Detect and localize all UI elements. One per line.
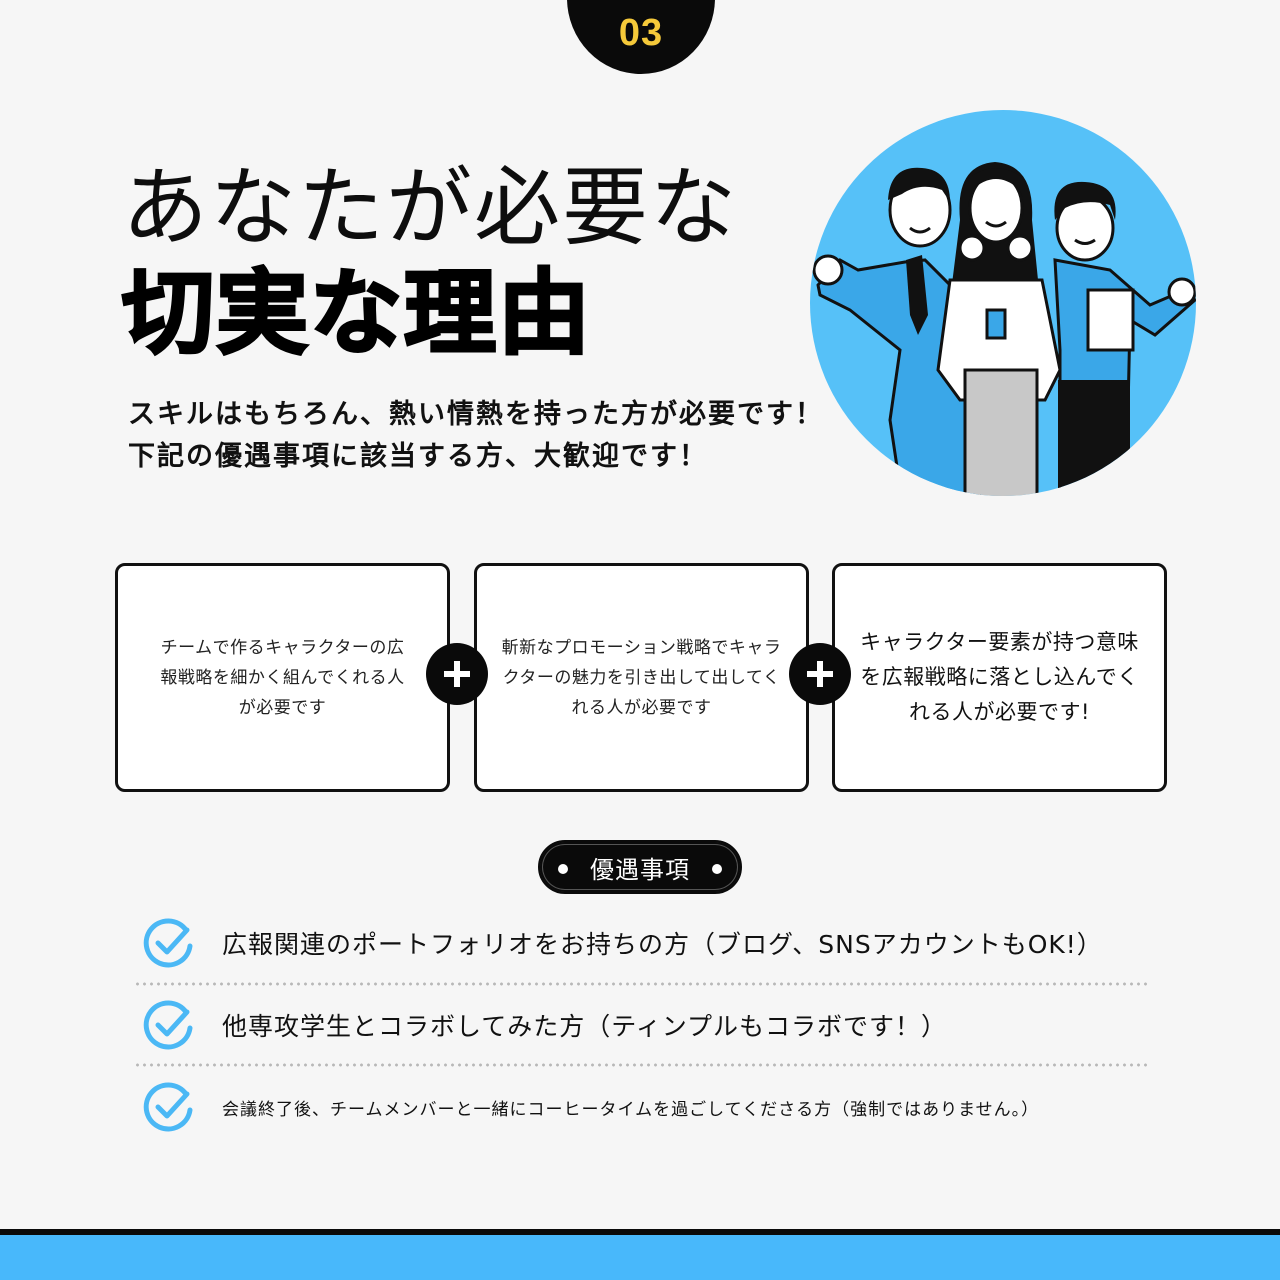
dotted-divider [134, 1063, 1148, 1067]
preferred-item-3: 会議終了後、チームメンバーと一緒にコーヒータイムを過ごしてくださる方（強制ではあ… [142, 1080, 1039, 1134]
dotted-divider [134, 982, 1148, 986]
requirement-card-2: 斬新なプロモーション戦略でキャラクターの魅力を引き出して出してくれる人が必要です [474, 563, 809, 792]
footer-band [0, 1235, 1280, 1280]
preferred-item-2: 他専攻学生とコラボしてみた方（ティンプルもコラボです！） [142, 998, 947, 1052]
subtitle-line-1: スキルはもちろん、熱い情熱を持った方が必要です！ [128, 399, 824, 430]
preferred-item-text: 他専攻学生とコラボしてみた方（ティンプルもコラボです！） [222, 1012, 948, 1041]
title-line-1: あなたが必要な [122, 158, 738, 258]
team-illustration-icon [812, 162, 1196, 496]
requirement-card-text: 斬新なプロモーション戦略でキャラクターの魅力を引き出して出してくれる人が必要です [501, 637, 782, 718]
team-celebrating-illustration [810, 110, 1196, 496]
plus-connector-2 [789, 643, 851, 705]
requirement-card-text: キャラクター要素が持つ意味を広報戦略に落とし込んでくれる人が必要です! [860, 630, 1139, 724]
plus-icon [807, 661, 833, 687]
pill-dot-icon [558, 864, 568, 874]
pill-dot-icon [712, 864, 722, 874]
plus-icon [444, 661, 470, 687]
preferred-item-1: 広報関連のポートフォリオをお持ちの方（ブログ、SNSアカウントもOK!） [142, 916, 1103, 970]
plus-connector-1 [426, 643, 488, 705]
page-title: あなたが必要な 切実な理由 [121, 156, 738, 369]
preferred-item-text: 会議終了後、チームメンバーと一緒にコーヒータイムを過ごしてくださる方（強制ではあ… [222, 1099, 1040, 1120]
title-line-2: 切実な理由 [121, 259, 593, 369]
footer-border [0, 1229, 1280, 1235]
subtitle: スキルはもちろん、熱い情熱を持った方が必要です！ 下記の優遇事項に該当する方、大… [128, 394, 824, 478]
requirement-card-3: キャラクター要素が持つ意味を広報戦略に落とし込んでくれる人が必要です! [832, 563, 1167, 792]
section-number: 03 [618, 12, 664, 54]
check-circle-icon [143, 918, 193, 968]
requirement-card-text: チームで作るキャラクターの広報戦略を細かく組んでくれる人が必要です [160, 637, 405, 718]
requirement-card-1: チームで作るキャラクターの広報戦略を細かく組んでくれる人が必要です [115, 563, 450, 792]
preferred-item-text: 広報関連のポートフォリオをお持ちの方（ブログ、SNSアカウントもOK!） [222, 930, 1103, 959]
check-circle-icon [143, 1000, 193, 1050]
check-circle-icon [143, 1082, 193, 1132]
subtitle-line-2: 下記の優遇事項に該当する方、大歓迎です！ [128, 441, 708, 472]
preferred-label-pill: 優遇事項 [538, 840, 742, 894]
preferred-label: 優遇事項 [590, 855, 690, 884]
